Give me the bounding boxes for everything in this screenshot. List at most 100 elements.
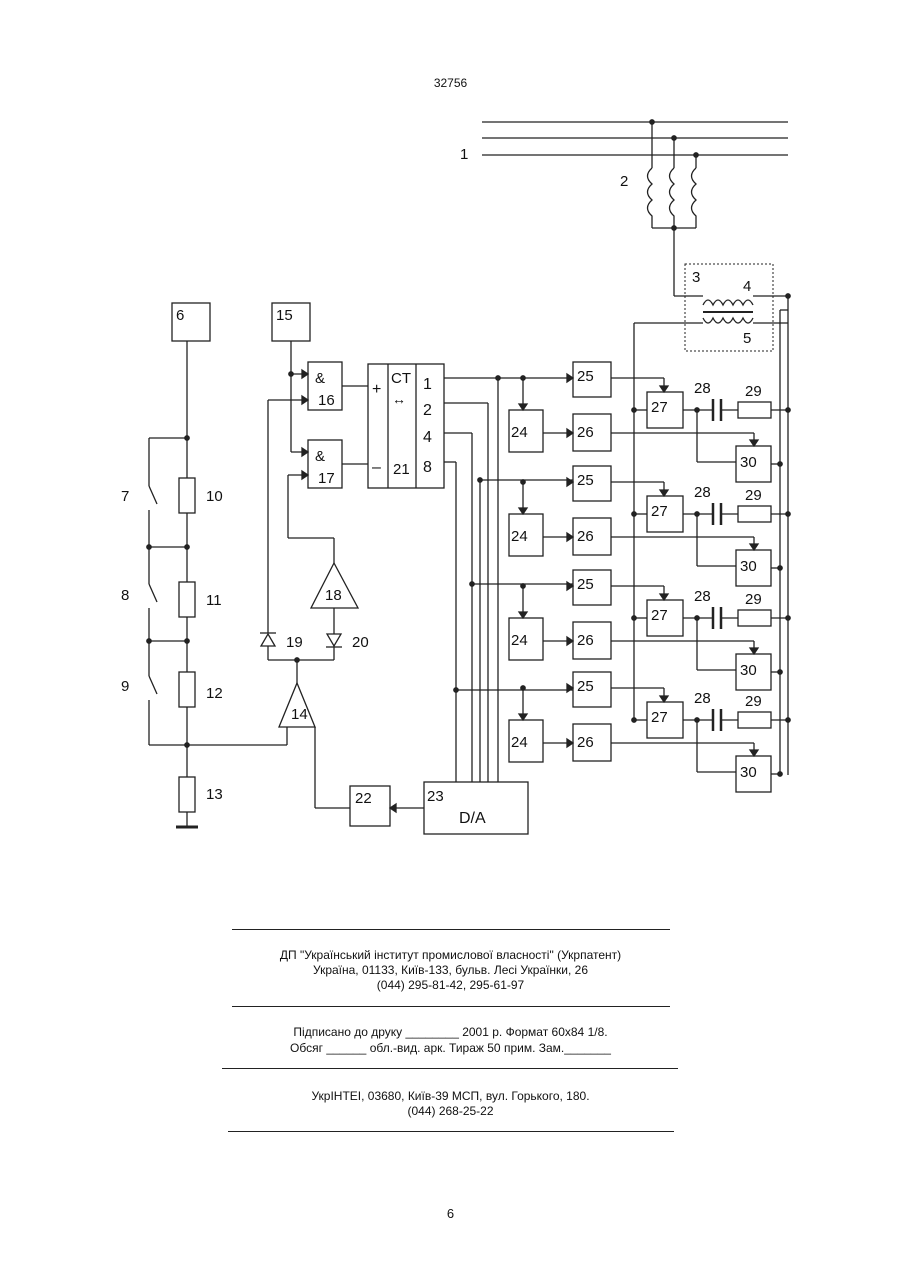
label-29: 29 [745, 383, 762, 400]
print-line-1: Підписано до друку ________ 2001 р. Форм… [0, 1025, 901, 1040]
arrow [519, 612, 527, 618]
resistor-29 [738, 506, 771, 522]
label-2: 2 [620, 173, 628, 190]
label-25: 25 [577, 368, 594, 385]
label-24: 24 [511, 528, 528, 545]
and-symbol: & [315, 448, 325, 465]
label-13: 13 [206, 786, 223, 803]
label-5: 5 [743, 330, 751, 347]
label-17: 17 [318, 470, 335, 487]
label-26: 26 [577, 734, 594, 751]
resistor-29 [738, 712, 771, 728]
separator [232, 1006, 670, 1007]
label-12: 12 [206, 685, 223, 702]
counter-label: CT [391, 370, 411, 387]
label-10: 10 [206, 488, 223, 505]
label-27: 27 [651, 399, 668, 416]
arrow [519, 404, 527, 410]
junction [778, 462, 782, 466]
junction [786, 512, 790, 516]
resistor-29 [738, 402, 771, 418]
label-25: 25 [577, 472, 594, 489]
label-28: 28 [694, 380, 711, 397]
resistor-ladder [147, 438, 198, 827]
page-number: 6 [0, 1206, 901, 1221]
counter-output-1: 1 [423, 376, 432, 393]
label-26: 26 [577, 424, 594, 441]
junction [521, 686, 525, 690]
circuit-diagram: 1 2 3 4 5 6 [0, 0, 901, 880]
label-21: 21 [393, 461, 410, 478]
arrow [750, 750, 758, 756]
counter-output-4: 4 [423, 429, 432, 446]
label-25: 25 [577, 678, 594, 695]
label-27: 27 [651, 709, 668, 726]
arrow [519, 508, 527, 514]
label-29: 29 [745, 487, 762, 504]
label-30: 30 [740, 662, 757, 679]
label-3: 3 [692, 269, 700, 286]
label-11: 11 [206, 592, 222, 609]
label-24: 24 [511, 734, 528, 751]
power-line [482, 122, 788, 155]
arrow [567, 637, 573, 645]
printer-line-1: УкрІНТЕІ, 03680, Київ-39 МСП, вул. Горьк… [0, 1089, 901, 1104]
arrow [750, 440, 758, 446]
junction [778, 566, 782, 570]
label-30: 30 [740, 558, 757, 575]
counter-minus: – [372, 459, 381, 476]
junction [786, 408, 790, 412]
label-28: 28 [694, 588, 711, 605]
label-28: 28 [694, 484, 711, 501]
junction [632, 718, 636, 722]
label-4: 4 [743, 278, 751, 295]
junction [632, 512, 636, 516]
arrow [660, 594, 668, 600]
label-15: 15 [276, 307, 293, 324]
separator [222, 1068, 678, 1069]
arrow [567, 374, 573, 382]
junction [521, 584, 525, 588]
label-25: 25 [577, 576, 594, 593]
label-16: 16 [318, 392, 335, 409]
arrow [750, 648, 758, 654]
arrow [660, 696, 668, 702]
label-24: 24 [511, 632, 528, 649]
publisher-line-3: (044) 295-81-42, 295-61-97 [0, 978, 901, 993]
label-1: 1 [460, 146, 468, 163]
label-20: 20 [352, 634, 369, 651]
junction [632, 616, 636, 620]
label-8: 8 [121, 587, 129, 604]
print-line-2: Обсяг ______ обл.-вид. арк. Тираж 50 при… [0, 1041, 901, 1056]
label-30: 30 [740, 454, 757, 471]
junction [786, 616, 790, 620]
junction [521, 480, 525, 484]
arrow [519, 714, 527, 720]
arrow [660, 490, 668, 496]
label-29: 29 [745, 693, 762, 710]
arrow [567, 684, 573, 692]
separator [228, 1131, 674, 1132]
label-19: 19 [286, 634, 303, 651]
arrow [567, 582, 573, 590]
dac-label: D/A [459, 810, 486, 827]
and-symbol: & [315, 370, 325, 387]
junction [632, 408, 636, 412]
arrow [567, 429, 573, 437]
channels: 2524262728293025242627282930252426272829… [509, 362, 790, 792]
junction [778, 670, 782, 674]
label-9: 9 [121, 678, 129, 695]
transformer-windings [634, 294, 790, 323]
resistor-29 [738, 610, 771, 626]
junction [778, 772, 782, 776]
label-14: 14 [291, 706, 308, 723]
arrow [660, 386, 668, 392]
publisher-line-2: Україна, 01133, Київ-133, бульв. Лесі Ук… [0, 963, 901, 978]
label-22: 22 [355, 790, 372, 807]
arrow [750, 544, 758, 550]
arrow [567, 533, 573, 541]
counter-plus: + [372, 381, 381, 398]
counter-output-2: 2 [423, 402, 432, 419]
arrow [567, 478, 573, 486]
label-24: 24 [511, 424, 528, 441]
